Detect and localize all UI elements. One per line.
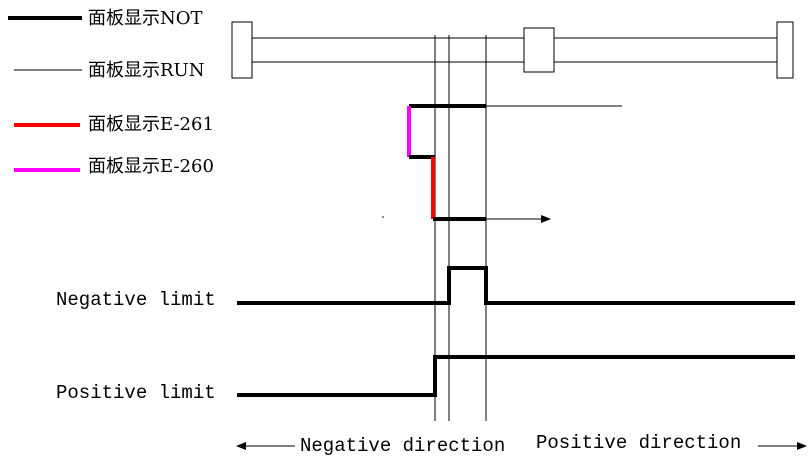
legend-e261-label: 面板显示E-261 [88, 114, 214, 135]
negative-limit-signal [237, 266, 795, 305]
stray-dot [382, 216, 384, 218]
negative-direction-label: Negative direction [300, 435, 506, 457]
slider-block [523, 27, 555, 73]
axis-rail [252, 37, 777, 63]
rail-right-end-block [776, 21, 794, 79]
positive-limit-label: Positive limit [56, 382, 216, 404]
legend-e260-label: 面板显示E-260 [88, 156, 214, 177]
legend-run-label: 面板显示RUN [88, 60, 205, 81]
reference-lines [434, 35, 487, 421]
rail-left-end-block [231, 21, 253, 79]
negative-limit-label: Negative limit [56, 289, 216, 311]
positive-direction-label: Positive direction [536, 432, 742, 454]
legend-not-label: 面板显示NOT [88, 8, 203, 29]
positive-limit-signal [237, 355, 795, 397]
